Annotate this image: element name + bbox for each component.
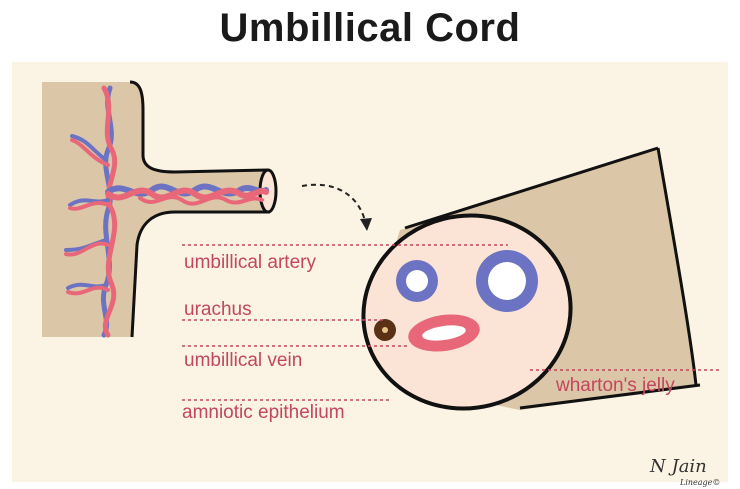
- transition-arrow: [302, 185, 366, 225]
- urachus-lumen: [382, 327, 388, 333]
- transition-arrow-head: [360, 218, 372, 231]
- label-urachus: urachus: [184, 299, 252, 320]
- umbilical-artery-right-lumen: [488, 262, 526, 300]
- label-amniotic-epithelium: amniotic epithelium: [182, 402, 345, 423]
- artist-signature: N Jain: [649, 456, 707, 477]
- placenta-tissue-block: [42, 82, 132, 337]
- artist-signature-sub: Lineage©: [679, 478, 720, 487]
- umbilical-artery-left-lumen: [406, 270, 428, 292]
- label-umbilical-vein: umbillical vein: [184, 350, 302, 371]
- label-whartons-jelly: wharton's jelly: [555, 375, 675, 396]
- label-umbilical-artery: umbillical artery: [184, 252, 316, 273]
- cord-stalk-outline-upper: [130, 82, 268, 172]
